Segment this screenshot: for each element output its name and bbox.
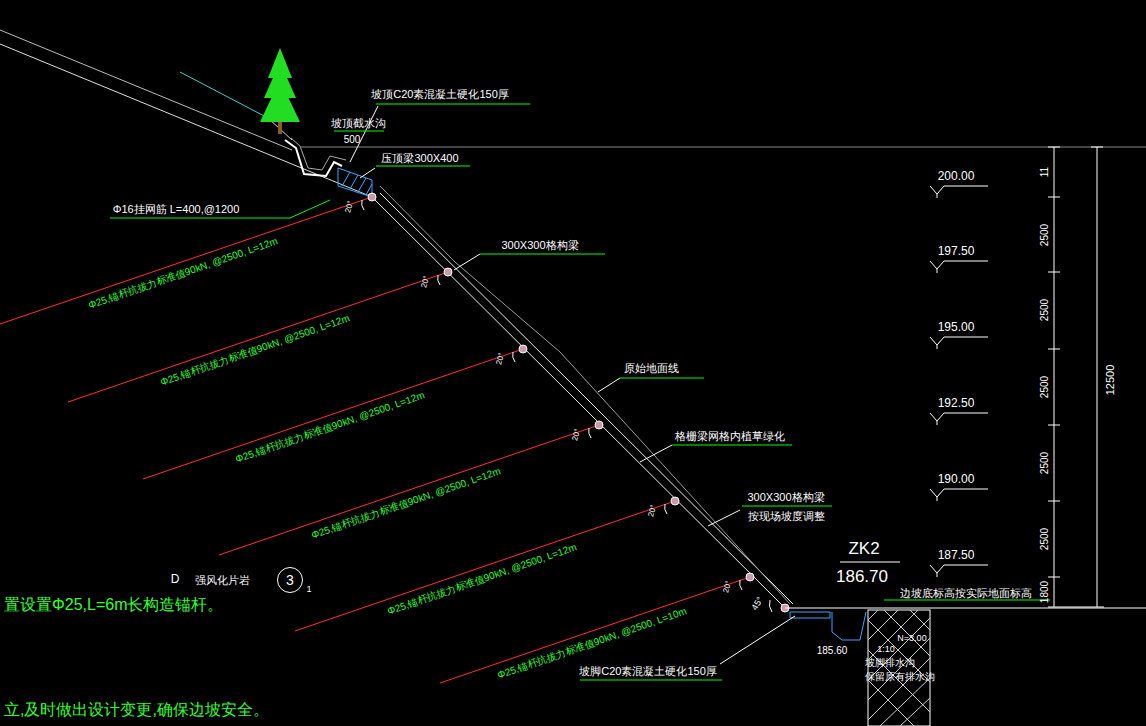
leader-line bbox=[360, 168, 375, 178]
leader-line bbox=[640, 445, 672, 462]
rotated-annotation: 2500 bbox=[1039, 452, 1050, 474]
lattice-beam-line bbox=[372, 197, 785, 608]
annotation-text: 坡顶C20素混凝土硬化150厚 bbox=[371, 88, 509, 100]
leader-line bbox=[598, 378, 620, 392]
leader-line bbox=[884, 600, 1050, 601]
leader-line bbox=[376, 166, 470, 167]
annotation-text: 坡顶截水沟 bbox=[331, 117, 386, 129]
leader-line bbox=[480, 254, 605, 255]
annotation-text: 195.00 bbox=[938, 321, 975, 334]
annotation-text: 按现场坡度调整 bbox=[748, 510, 825, 522]
rotated-annotation: 2500 bbox=[1039, 528, 1050, 550]
leader-line bbox=[376, 104, 530, 105]
leader-line bbox=[334, 131, 384, 132]
rotated-annotation: Φ25,锚杆抗拔力标准值90kN, @2500, L=12m bbox=[310, 465, 502, 540]
rotated-annotation: Φ25,锚杆抗拔力标准值90kN, @2500, L=12m bbox=[386, 541, 578, 616]
rotated-annotation: 20° bbox=[344, 200, 356, 214]
rotated-annotation: 45° bbox=[750, 596, 765, 613]
natural-slope-line bbox=[0, 30, 292, 150]
rotated-annotation: 20° bbox=[647, 504, 659, 518]
annotation-text: 300X300格构梁 bbox=[501, 239, 578, 251]
annotation-text: 190.00 bbox=[938, 473, 975, 486]
leader-line bbox=[620, 378, 704, 379]
annotation-text: 立,及时做出设计变更,确保边坡安全。 bbox=[4, 701, 269, 719]
natural-ground-hatch bbox=[868, 610, 930, 726]
rotated-annotation: 20° bbox=[420, 275, 432, 289]
rotated-annotation: Φ25,锚杆抗拔力标准值90kN, @2500, L=12m bbox=[87, 235, 279, 310]
annotation-text: 1 bbox=[306, 585, 311, 595]
anchor-heads bbox=[368, 193, 789, 612]
annotation-text: ZK2 bbox=[848, 540, 879, 559]
top-ditch bbox=[285, 140, 342, 176]
rotated-annotation: 12500 bbox=[1104, 365, 1116, 396]
annotation-text: 原始地面线 bbox=[624, 362, 679, 374]
rotated-annotation: 20° bbox=[495, 352, 507, 366]
natural-ground-hatch bbox=[868, 610, 930, 726]
rotated-annotation: 2500 bbox=[1039, 376, 1050, 398]
top-ditch bbox=[291, 138, 346, 170]
annotation-text: N=3.00 bbox=[897, 634, 926, 644]
rotated-annotation: 20° bbox=[571, 428, 583, 442]
section-marker-circle: 3 bbox=[277, 567, 303, 593]
annotation-text: 强风化片岩 bbox=[195, 574, 250, 586]
leader-line bbox=[672, 445, 792, 446]
annotation-text: 格栅梁网格内植草绿化 bbox=[675, 430, 785, 442]
rotated-annotation: 20° bbox=[722, 580, 734, 594]
borehole-mark bbox=[840, 562, 900, 563]
annotation-text: 185.60 bbox=[817, 645, 848, 656]
leader-line bbox=[454, 254, 480, 270]
crown-beam bbox=[338, 168, 372, 197]
toe-hardening bbox=[790, 612, 830, 618]
annotation-text: 300X300格构梁 bbox=[747, 491, 824, 503]
annotation-text: 200.00 bbox=[938, 170, 975, 183]
elevation-marks bbox=[930, 186, 988, 577]
leader-line bbox=[708, 510, 740, 526]
annotation-text: Φ16挂网筋 L=400,@1200 bbox=[113, 203, 240, 215]
ground-line bbox=[785, 608, 1146, 609]
dimension-lines bbox=[1048, 147, 1104, 607]
anchor-rods bbox=[0, 197, 750, 683]
natural-slope-line bbox=[0, 44, 372, 197]
rotated-annotation: 1800 bbox=[1039, 581, 1050, 603]
annotation-text: 192.50 bbox=[938, 397, 975, 410]
leader-line bbox=[110, 200, 330, 218]
annotation-text: 边坡底标高按实际地面标高 bbox=[900, 587, 1032, 599]
crown-beam-hatch bbox=[342, 172, 372, 195]
leader-line bbox=[742, 506, 832, 507]
annotation-text: 保留原有排水沟 bbox=[865, 671, 935, 682]
leader-line bbox=[580, 680, 722, 681]
annotation-text: 186.70 bbox=[836, 568, 888, 587]
rotated-annotation: Φ25,锚杆抗拔力标准值90kN, @2500, L=12m bbox=[159, 312, 351, 387]
annotation-text: 187.50 bbox=[938, 549, 975, 562]
annotation-text: 坡脚排水沟 bbox=[865, 657, 915, 668]
rotated-annotation: 11 bbox=[1039, 167, 1050, 177]
annotation-text: 置设置Φ25,L=6m长构造锚杆。 bbox=[4, 596, 223, 614]
rotated-annotation: 2500 bbox=[1039, 299, 1050, 321]
annotation-text: 坡脚C20素混凝土硬化150厚 bbox=[579, 665, 717, 677]
rotated-annotation: Φ25,锚杆抗拔力标准值90kN, @2500, L=12m bbox=[234, 389, 426, 464]
lattice-beam-line bbox=[380, 193, 793, 604]
elevation-reference-line bbox=[300, 147, 1146, 148]
leader-line bbox=[720, 616, 795, 664]
toe-ditch bbox=[832, 612, 866, 640]
tree-symbol bbox=[260, 48, 300, 134]
annotation-text: D bbox=[171, 573, 180, 586]
annotation-text: 压顶梁300X400 bbox=[381, 152, 458, 164]
annotation-text: 1:10 bbox=[877, 645, 895, 655]
original-ground-line bbox=[380, 186, 790, 604]
section-number: 3 bbox=[286, 572, 294, 588]
rotated-annotation: 2500 bbox=[1039, 224, 1050, 246]
annotation-text: 500 bbox=[344, 134, 361, 145]
ground-surface-line bbox=[180, 72, 268, 118]
annotation-text: 197.50 bbox=[938, 245, 975, 258]
